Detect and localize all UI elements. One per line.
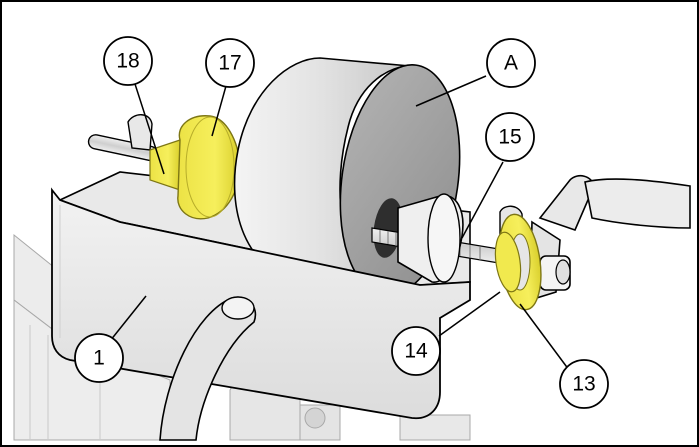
callout-17-label: 17 (218, 52, 241, 75)
callout-1-label: 1 (93, 347, 105, 370)
callout-1: 1 (74, 333, 124, 383)
housing-front-part-1 (51, 187, 471, 420)
callouts: 18 17 A 15 14 13 1 (74, 36, 609, 409)
callout-18-label: 18 (116, 50, 139, 73)
callout-14-label: 14 (404, 340, 428, 363)
callout-13-label: 13 (572, 373, 595, 396)
callout-15-label: 15 (498, 126, 521, 149)
callout-13: 13 (559, 359, 609, 409)
callout-A-label: A (504, 52, 518, 75)
callout-18: 18 (103, 36, 153, 86)
washers-parts-13-14 (494, 213, 542, 311)
callout-17: 17 (205, 38, 255, 88)
callout-A: A (486, 38, 536, 88)
callout-15: 15 (485, 112, 535, 162)
right-flange (397, 193, 464, 283)
front-handle (159, 296, 257, 441)
callout-14: 14 (391, 326, 441, 376)
